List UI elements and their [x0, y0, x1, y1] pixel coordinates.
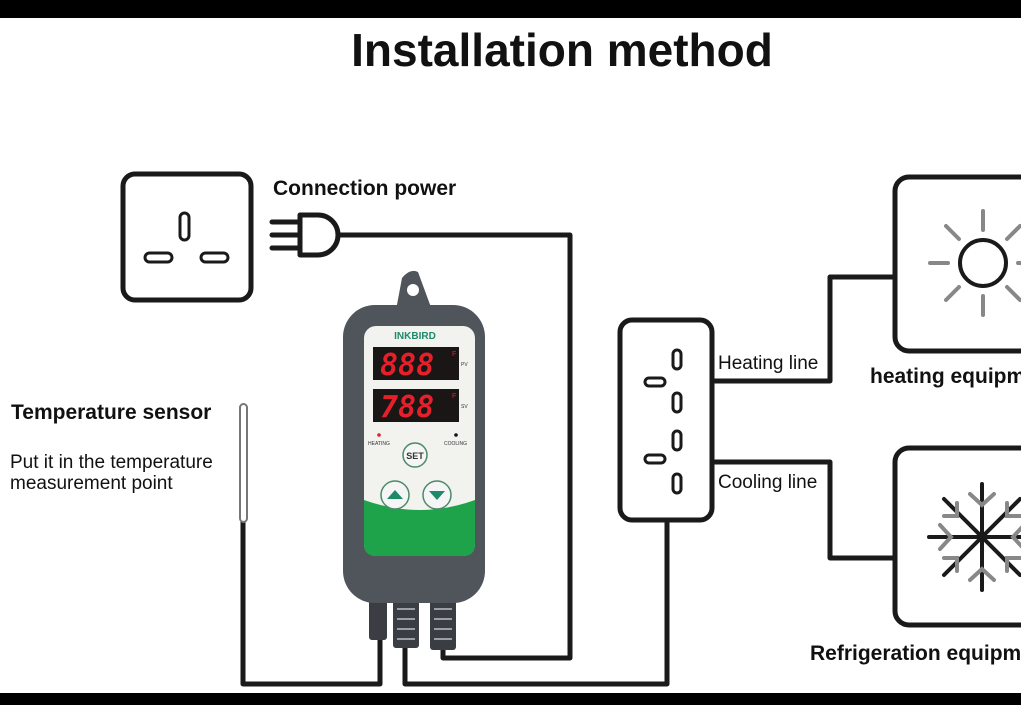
- pv-value: 888: [380, 348, 434, 383]
- up-button[interactable]: [380, 480, 410, 510]
- pv-display: [373, 347, 459, 380]
- set-button-label: SET: [406, 451, 424, 461]
- page-title: Installation method: [351, 24, 773, 76]
- heating-equipment: [892, 174, 1021, 354]
- power-outlet-icon: [120, 171, 254, 303]
- down-button[interactable]: [422, 480, 452, 510]
- temperature-sensor-label: Temperature sensor: [11, 401, 211, 424]
- sv-display: [373, 389, 459, 422]
- bottom-border: [0, 693, 1021, 705]
- top-border: [0, 0, 1021, 18]
- heating-indicator-label: HEATING: [368, 441, 390, 447]
- heating-equipment-label: heating equipment: [870, 365, 1021, 388]
- pv-unit: F: [452, 351, 456, 358]
- temperature-controller: INKBIRD 888 F PV 788 F SV HEATING COOLIN…: [343, 270, 485, 603]
- heating-line-label: Heating line: [718, 353, 818, 374]
- wires: [240, 232, 898, 687]
- cooling-led: [454, 433, 458, 437]
- sv-value: 788: [380, 390, 434, 425]
- sv-unit: F: [452, 393, 456, 400]
- brand-logo: INKBIRD: [394, 331, 436, 342]
- pv-label: PV: [461, 362, 468, 368]
- refrigeration-equipment: [892, 445, 1021, 628]
- snowflake-icon: [927, 482, 1021, 592]
- temperature-probe-icon: [239, 403, 248, 523]
- relay-socket-icon: [617, 317, 715, 523]
- controller-cables: [369, 598, 456, 650]
- cooling-indicator-label: COOLING: [444, 441, 467, 447]
- sun-icon: [928, 209, 1021, 317]
- sensor-note-line2: measurement point: [10, 473, 173, 494]
- plug-icon: [269, 212, 341, 258]
- sv-label: SV: [461, 404, 468, 410]
- arrow-up-icon: [387, 490, 403, 499]
- cooling-line-label: Cooling line: [718, 472, 817, 493]
- refrigeration-equipment-label: Refrigeration equipment: [810, 642, 1021, 665]
- sensor-note-line1: Put it in the temperature: [10, 452, 213, 473]
- connection-power-label: Connection power: [273, 177, 456, 200]
- set-button[interactable]: SET: [402, 442, 428, 468]
- arrow-down-icon: [429, 491, 445, 500]
- heating-led: [377, 433, 381, 437]
